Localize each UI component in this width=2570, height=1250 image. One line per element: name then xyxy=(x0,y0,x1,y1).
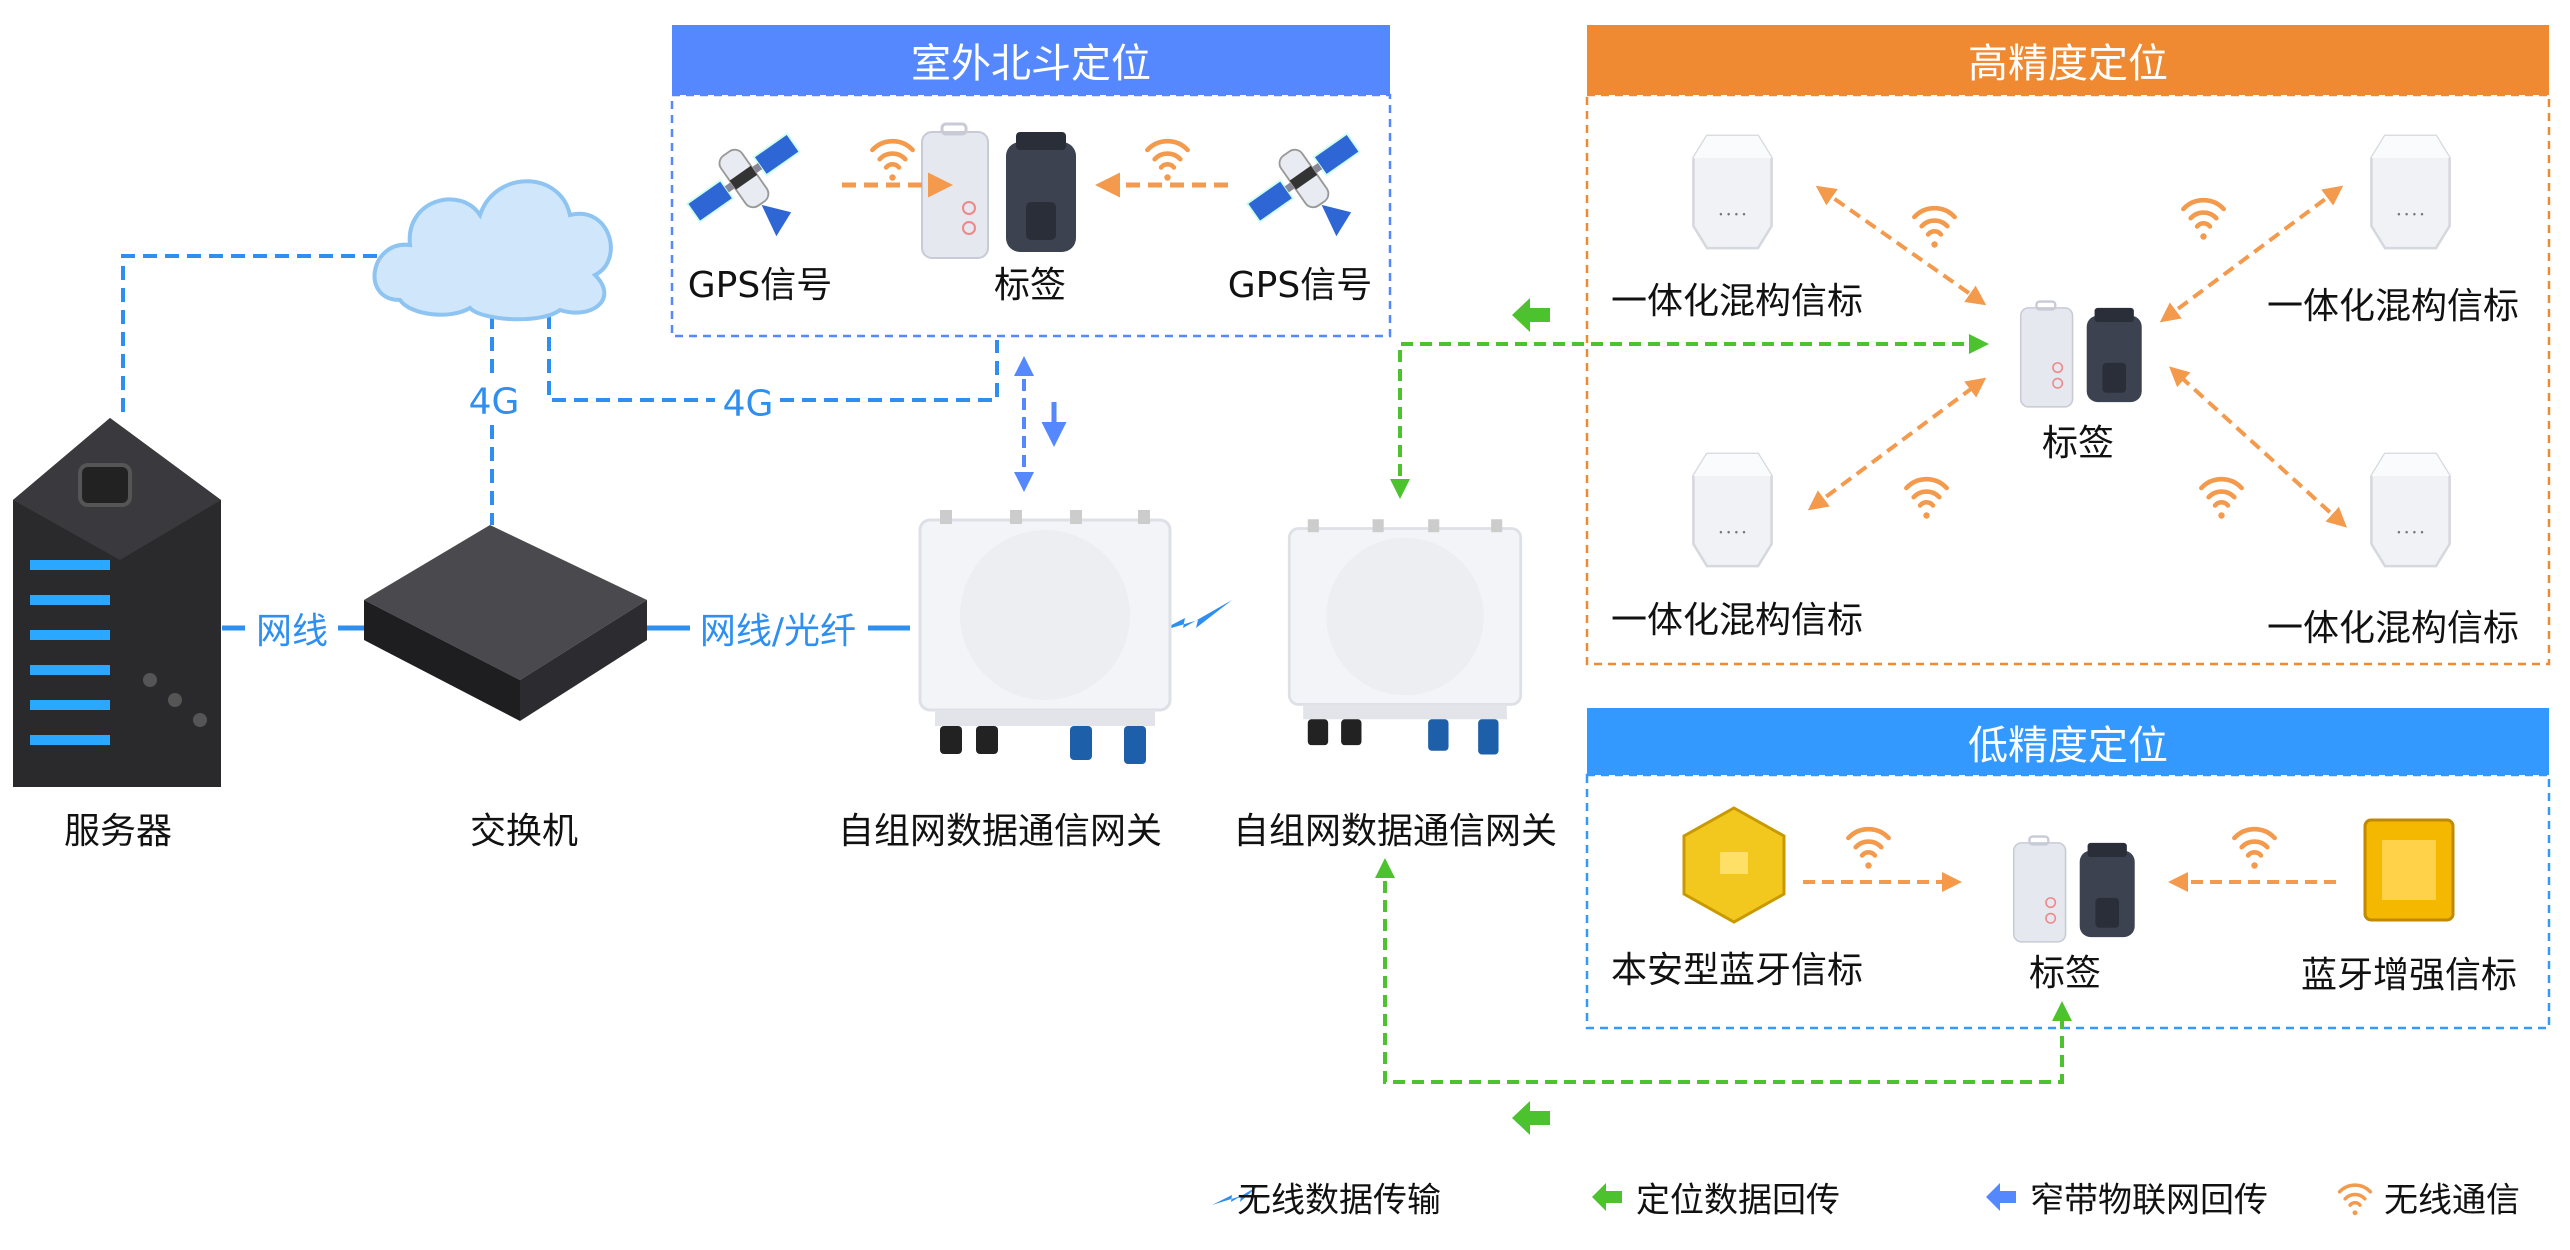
wifi-icon xyxy=(872,141,912,181)
gps-signal-label-left: GPS信号 xyxy=(687,265,833,306)
tag-label: 标签 xyxy=(2028,953,2102,994)
legend-blue-arrow-icon xyxy=(1986,1183,2016,1211)
high-precision-header: 高精度定位 xyxy=(1587,25,2549,95)
switch-label: 交换机 xyxy=(469,811,579,852)
tag-label: 标签 xyxy=(2041,423,2115,464)
legend-wireless-comm: 无线通信 xyxy=(2384,1180,2520,1221)
intrinsic-safe-bluetooth-beacon xyxy=(1682,806,1786,924)
wifi-icon xyxy=(2183,200,2223,240)
hybrid-beacon xyxy=(2370,134,2451,250)
legend-lightning-icon xyxy=(1212,1186,1258,1205)
wifi-icon xyxy=(2201,479,2241,519)
server-cloud-link xyxy=(121,254,382,412)
4g-label: 4G xyxy=(468,381,520,423)
satellite-icon xyxy=(680,120,810,240)
satellite-icon xyxy=(1240,120,1370,240)
green-arrow-icon xyxy=(1512,298,1550,332)
cable-fiber-label: 网线/光纤 xyxy=(699,611,857,652)
outdoor-section-header: 室外北斗定位 xyxy=(672,25,1390,95)
switch-icon xyxy=(364,525,647,721)
beacon-label: 一体化混构信标 xyxy=(2266,286,2520,327)
wifi-icon xyxy=(1848,829,1888,869)
green-return-top xyxy=(1390,334,1989,499)
signal-arrow xyxy=(1807,377,1987,511)
cable-label: 网线 xyxy=(255,611,329,652)
beacon-label: 一体化混构信标 xyxy=(2266,608,2520,649)
low-precision-header: 低精度定位 xyxy=(1587,708,2549,775)
wifi-icon xyxy=(2234,829,2274,869)
green-return-bottom xyxy=(1375,858,2072,1084)
server-icon xyxy=(13,418,221,787)
legend-wireless-data: 无线数据传输 xyxy=(1237,1180,1441,1221)
legend-nbiot-return: 窄带物联网回传 xyxy=(2030,1180,2268,1221)
gateway-label-1: 自组网数据通信网关 xyxy=(837,811,1163,852)
legend-green-arrow-icon xyxy=(1592,1183,1622,1211)
outdoor-section-border xyxy=(670,93,1392,338)
tag-device xyxy=(920,122,1078,260)
legend-position-return: 定位数据回传 xyxy=(1636,1180,1840,1221)
wifi-icon xyxy=(1914,208,1954,248)
signal-arrow xyxy=(1815,185,1987,306)
gateway-label-2: 自组网数据通信网关 xyxy=(1232,811,1558,852)
cloud-icon xyxy=(372,179,613,322)
green-arrow-icon xyxy=(1512,1101,1550,1135)
wifi-icon xyxy=(1147,141,1187,181)
hybrid-beacon xyxy=(1692,452,1773,568)
cloud-tag-4g-link xyxy=(547,315,999,402)
gateway-device-2 xyxy=(1287,517,1523,756)
server-label: 服务器 xyxy=(63,811,173,852)
tag-device xyxy=(2019,300,2144,409)
legend-wifi-icon xyxy=(2337,1183,2373,1217)
gateway-device-1 xyxy=(918,508,1172,766)
hybrid-beacon xyxy=(2370,452,2451,568)
gps-signal-label-right: GPS信号 xyxy=(1227,265,1373,306)
intrinsic-beacon-label: 本安型蓝牙信标 xyxy=(1610,950,1864,991)
beacon-label: 一体化混构信标 xyxy=(1610,281,1864,322)
wireless-lightning-icon xyxy=(1158,600,1232,632)
tag-label: 标签 xyxy=(993,265,1067,306)
hybrid-beacon xyxy=(1692,134,1773,250)
enhanced-bluetooth-beacon xyxy=(2363,818,2455,922)
enhanced-beacon-label: 蓝牙增强信标 xyxy=(2300,955,2518,996)
4g-label: 4G xyxy=(722,383,774,425)
beacon-label: 一体化混构信标 xyxy=(1610,600,1864,641)
tag-device xyxy=(2012,835,2137,944)
wifi-icon xyxy=(1906,479,1946,519)
signal-arrow xyxy=(2169,366,2347,528)
